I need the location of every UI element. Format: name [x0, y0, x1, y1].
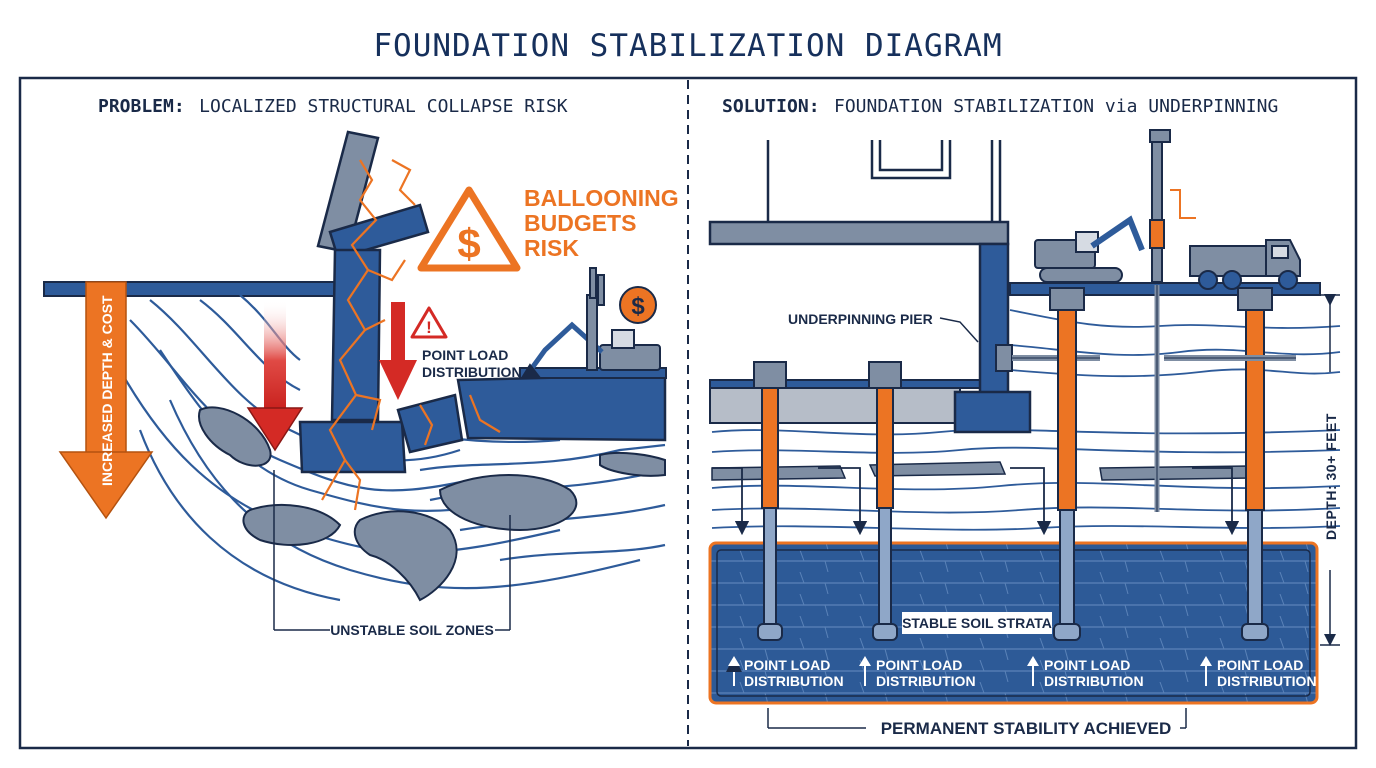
pier-1	[753, 361, 787, 641]
up-arrowheads	[728, 656, 1212, 666]
excavator-icon	[519, 267, 667, 379]
pier-3	[1049, 287, 1085, 641]
point-load-3: POINT LOAD DISTRIBUTION	[1032, 657, 1144, 689]
permanent-bracket	[767, 708, 1187, 729]
dollar-warning-icon: $	[417, 186, 521, 272]
solution-heading-text: FOUNDATION STABILIZATION via UNDERPINNIN…	[834, 96, 1278, 117]
house-outline	[766, 140, 1002, 222]
point-load-4: POINT LOAD DISTRIBUTION	[1205, 657, 1317, 689]
dollar-symbol: $	[457, 220, 480, 267]
point-load-2: POINT LOAD DISTRIBUTION	[864, 657, 976, 689]
point-load-2-line2: DISTRIBUTION	[876, 673, 976, 689]
soil-bands-right	[711, 461, 1253, 481]
point-load-3-line1: POINT LOAD	[1044, 657, 1130, 673]
warning-excl: !	[426, 318, 432, 337]
excavator-right-icon	[1034, 215, 1145, 283]
problem-panel: PROBLEM: LOCALIZED STRUCTURAL COLLAPSE R…	[43, 96, 685, 638]
problem-heading-label: PROBLEM:	[98, 96, 185, 117]
ballooning-budgets-label: BALLOONING BUDGETS RISK	[524, 185, 685, 261]
warning-icon: !	[410, 306, 448, 339]
point-load-1: POINT LOAD DISTRIBUTION	[726, 656, 844, 689]
problem-heading-text: LOCALIZED STRUCTURAL COLLAPSE RISK	[199, 96, 568, 117]
coin-icon: $	[619, 286, 657, 324]
point-load-4-text: POINT LOAD DISTRIBUTION	[1217, 657, 1317, 689]
point-load-3-line2: DISTRIBUTION	[1044, 673, 1144, 689]
point-load-label-problem: POINT LOAD DISTRIBUTION	[422, 347, 522, 380]
stable-soil-label: STABLE SOIL STRATA	[902, 615, 1052, 631]
ballooning-line2: BUDGETS	[524, 210, 636, 236]
point-load-4-line2: DISTRIBUTION	[1217, 673, 1317, 689]
truck-icon	[1189, 239, 1301, 290]
underpinning-pier-label: UNDERPINNING PIER	[788, 311, 933, 327]
point-load-2-text: POINT LOAD DISTRIBUTION	[876, 657, 976, 689]
tilted-column	[316, 130, 430, 260]
foundation-wall-right	[953, 242, 1100, 434]
point-load-1-line1: POINT LOAD	[744, 657, 830, 673]
point-load-2-line1: POINT LOAD	[876, 657, 962, 673]
insertion-arrows	[712, 467, 1240, 536]
solution-panel: SOLUTION: FOUNDATION STABILIZATION via U…	[708, 96, 1341, 738]
depth-label: DEPTH: 30+ FEET	[1323, 413, 1339, 540]
problem-heading: PROBLEM: LOCALIZED STRUCTURAL COLLAPSE R…	[98, 96, 568, 117]
stable-strata-inner	[716, 549, 1311, 697]
point-load-1-text: POINT LOAD DISTRIBUTION	[744, 657, 844, 689]
depth-cost-arrow: INCREASED DEPTH & COST	[58, 281, 154, 520]
load-arrow-left	[246, 300, 304, 452]
cracked-foundation-wall	[298, 248, 667, 474]
permanent-stability-label: PERMANENT STABILITY ACHIEVED	[881, 719, 1172, 738]
point-load-3-text: POINT LOAD DISTRIBUTION	[1044, 657, 1144, 689]
ballooning-line1: BALLOONING	[524, 185, 679, 211]
solution-heading-label: SOLUTION:	[722, 96, 820, 117]
pier-4	[1164, 287, 1296, 641]
point-load-4-line1: POINT LOAD	[1217, 657, 1303, 673]
load-arrow-right	[379, 302, 417, 400]
depth-cost-label: INCREASED DEPTH & COST	[99, 295, 115, 486]
point-load-line1: POINT LOAD	[422, 347, 508, 363]
page-title: FOUNDATION STABILIZATION DIAGRAM	[373, 28, 1002, 64]
unstable-soil-bracket	[273, 470, 511, 631]
drill-rig-icon	[1149, 129, 1196, 512]
depth-dimension	[1320, 294, 1340, 646]
coin-dollar: $	[631, 293, 645, 320]
stable-soil-label-bg	[902, 612, 1052, 634]
diagram-frame	[18, 76, 1358, 750]
point-load-line2: DISTRIBUTION	[422, 364, 522, 380]
solution-heading: SOLUTION: FOUNDATION STABILIZATION via U…	[722, 96, 1278, 117]
ballooning-line3: RISK	[524, 235, 579, 261]
pier-2	[868, 361, 902, 641]
ground-line	[709, 379, 981, 389]
crack-lines	[321, 159, 501, 511]
underpinning-pier-leader	[939, 317, 979, 343]
unstable-soil-pockets	[198, 406, 666, 602]
unstable-soil-label: UNSTABLE SOIL ZONES	[330, 622, 494, 638]
house-slab	[708, 220, 1010, 246]
point-load-1-line2: DISTRIBUTION	[744, 673, 844, 689]
